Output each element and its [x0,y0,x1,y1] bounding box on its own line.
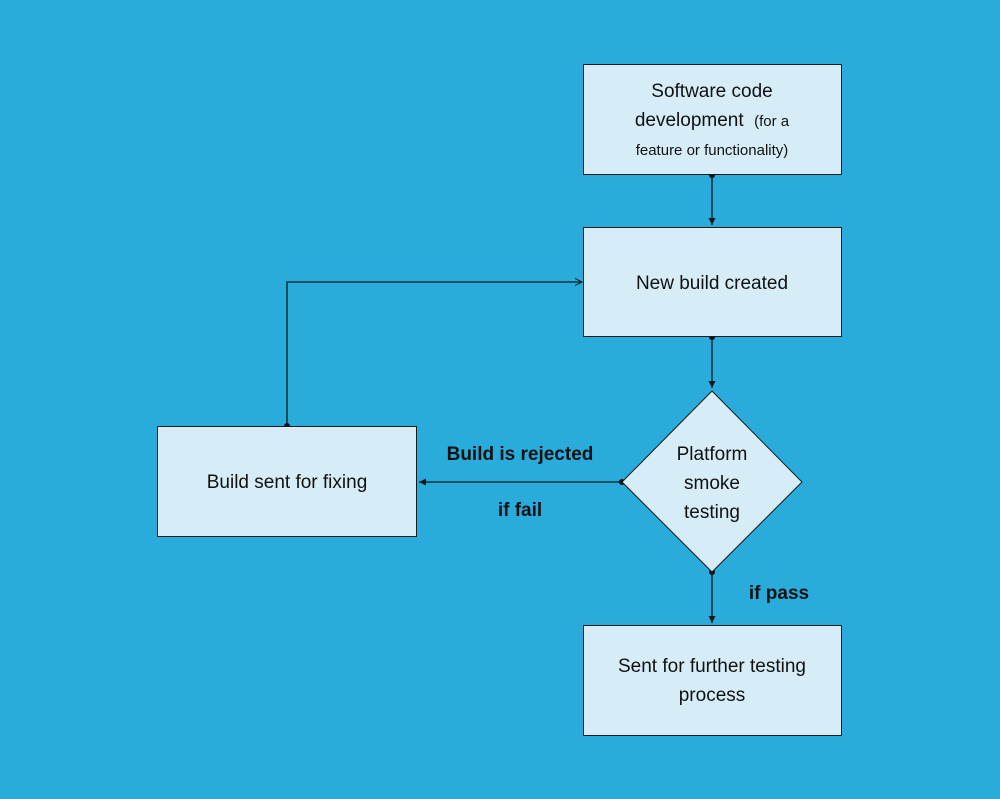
node-label: New build created [636,273,788,294]
node-label-small: feature or functionality) [636,142,789,159]
node-label-main: development [635,110,745,131]
edge-label-rejected: Build is rejected [447,444,594,465]
edge-label-pass: if pass [749,583,809,604]
node-label: testing [684,502,740,523]
node-label: Build sent for fixing [207,472,368,493]
node-label: smoke [684,473,740,494]
node-label: Sent for further testing [618,656,806,677]
node-new-build: New build created [583,227,842,337]
node-label: Platform [677,444,748,465]
node-build-fixing: Build sent for fixing [157,426,417,537]
connectors [286,175,716,623]
edge-label-fail: if fail [498,500,542,521]
node-further-testing: Sent for further testing process [583,625,842,736]
node-label-small: (for a [754,113,790,130]
node-label: Software code [651,81,772,102]
decision-diamond [621,390,803,573]
node-box [157,426,417,537]
node-box [583,625,842,736]
node-box [583,64,842,175]
node-smoke-testing-decision: Platform smoke testing [621,390,803,573]
node-label: process [679,685,746,706]
node-label: development (for a [635,110,790,131]
edge-fixing-to-build [286,282,582,426]
node-box [583,227,842,337]
node-software-development: Software code development (for a feature… [583,64,842,175]
